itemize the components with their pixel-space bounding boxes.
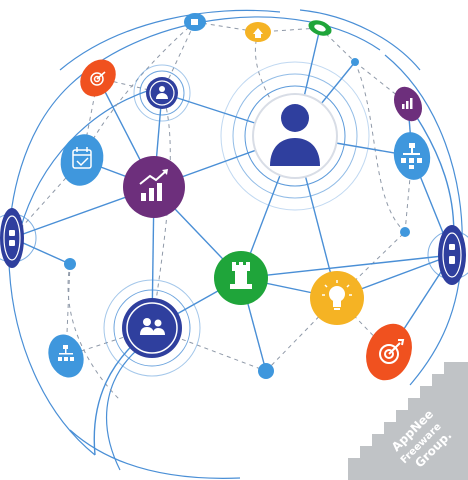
team-node bbox=[122, 298, 182, 358]
org-chart-icon bbox=[401, 143, 422, 169]
org-chart-node-right bbox=[393, 132, 431, 180]
org-chart-icon bbox=[58, 345, 74, 361]
idea-node bbox=[310, 271, 364, 325]
top-node-blue bbox=[184, 13, 206, 31]
target-node-small bbox=[80, 59, 116, 97]
org-chart-node-left bbox=[48, 334, 84, 378]
device-icon bbox=[449, 244, 455, 264]
dot-node bbox=[400, 227, 410, 237]
dot-node bbox=[64, 258, 76, 270]
calendar-check-icon bbox=[72, 147, 92, 169]
device-icon bbox=[9, 230, 15, 246]
target-icon bbox=[90, 71, 106, 86]
profile-node bbox=[146, 77, 178, 109]
solid-links bbox=[11, 27, 455, 456]
top-node-yellow bbox=[245, 22, 271, 42]
globe-outline bbox=[8, 9, 463, 479]
team-icon bbox=[140, 318, 165, 335]
user-node bbox=[252, 93, 338, 179]
home-icon bbox=[253, 28, 263, 38]
growth-chart-icon bbox=[139, 169, 168, 201]
target-node-large bbox=[366, 323, 412, 381]
dot-node bbox=[351, 58, 359, 66]
signal-node bbox=[393, 86, 423, 122]
left-edge-node bbox=[0, 208, 24, 268]
right-edge-node bbox=[438, 225, 466, 285]
user-icon bbox=[270, 104, 320, 166]
small-dot-nodes bbox=[64, 58, 410, 379]
chess-rook-icon bbox=[230, 262, 252, 289]
growth-chart-node bbox=[123, 156, 185, 218]
calendar-node bbox=[60, 134, 104, 186]
user-icon bbox=[156, 86, 168, 99]
dot-node bbox=[258, 363, 274, 379]
signal-chart-icon bbox=[402, 98, 413, 109]
strategy-node bbox=[214, 251, 268, 305]
top-node-green bbox=[308, 20, 332, 36]
device-icon bbox=[191, 19, 198, 25]
lightbulb-icon bbox=[322, 280, 352, 310]
